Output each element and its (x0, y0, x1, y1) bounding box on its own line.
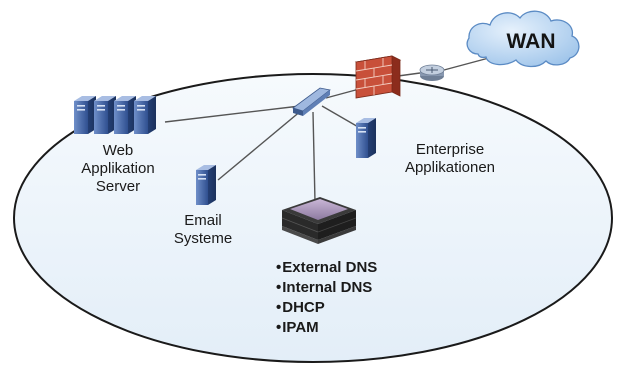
email-label: Email Systeme (173, 212, 233, 247)
link-switch-email (217, 109, 303, 181)
switch-icon (292, 87, 331, 116)
enterprise-label: Enterprise Applikationen (404, 141, 496, 176)
wan-label: WAN (506, 30, 556, 53)
cloud-icon (466, 10, 580, 68)
link-switch-appliance (312, 111, 316, 203)
link-switch-enterprise (321, 105, 361, 129)
server-icon (134, 96, 156, 134)
web-server-group (74, 96, 156, 134)
server-icon (356, 118, 376, 158)
service-item: IPAM (276, 318, 377, 338)
appliance-icon (281, 197, 357, 244)
web-server-label: Web Applikation Server (81, 142, 155, 195)
service-item: External DNS (276, 258, 377, 278)
server-icon (74, 96, 96, 134)
router-icon (419, 64, 445, 81)
appliance-services-list: External DNS Internal DNS DHCP IPAM (276, 258, 377, 338)
link-switch-webservers (164, 105, 301, 123)
server-icon (196, 165, 216, 205)
service-item: Internal DNS (276, 278, 377, 298)
server-icon (114, 96, 136, 134)
firewall-icon (354, 55, 402, 99)
server-icon (94, 96, 116, 134)
service-item: DHCP (276, 298, 377, 318)
link-firewall-router (397, 72, 421, 77)
